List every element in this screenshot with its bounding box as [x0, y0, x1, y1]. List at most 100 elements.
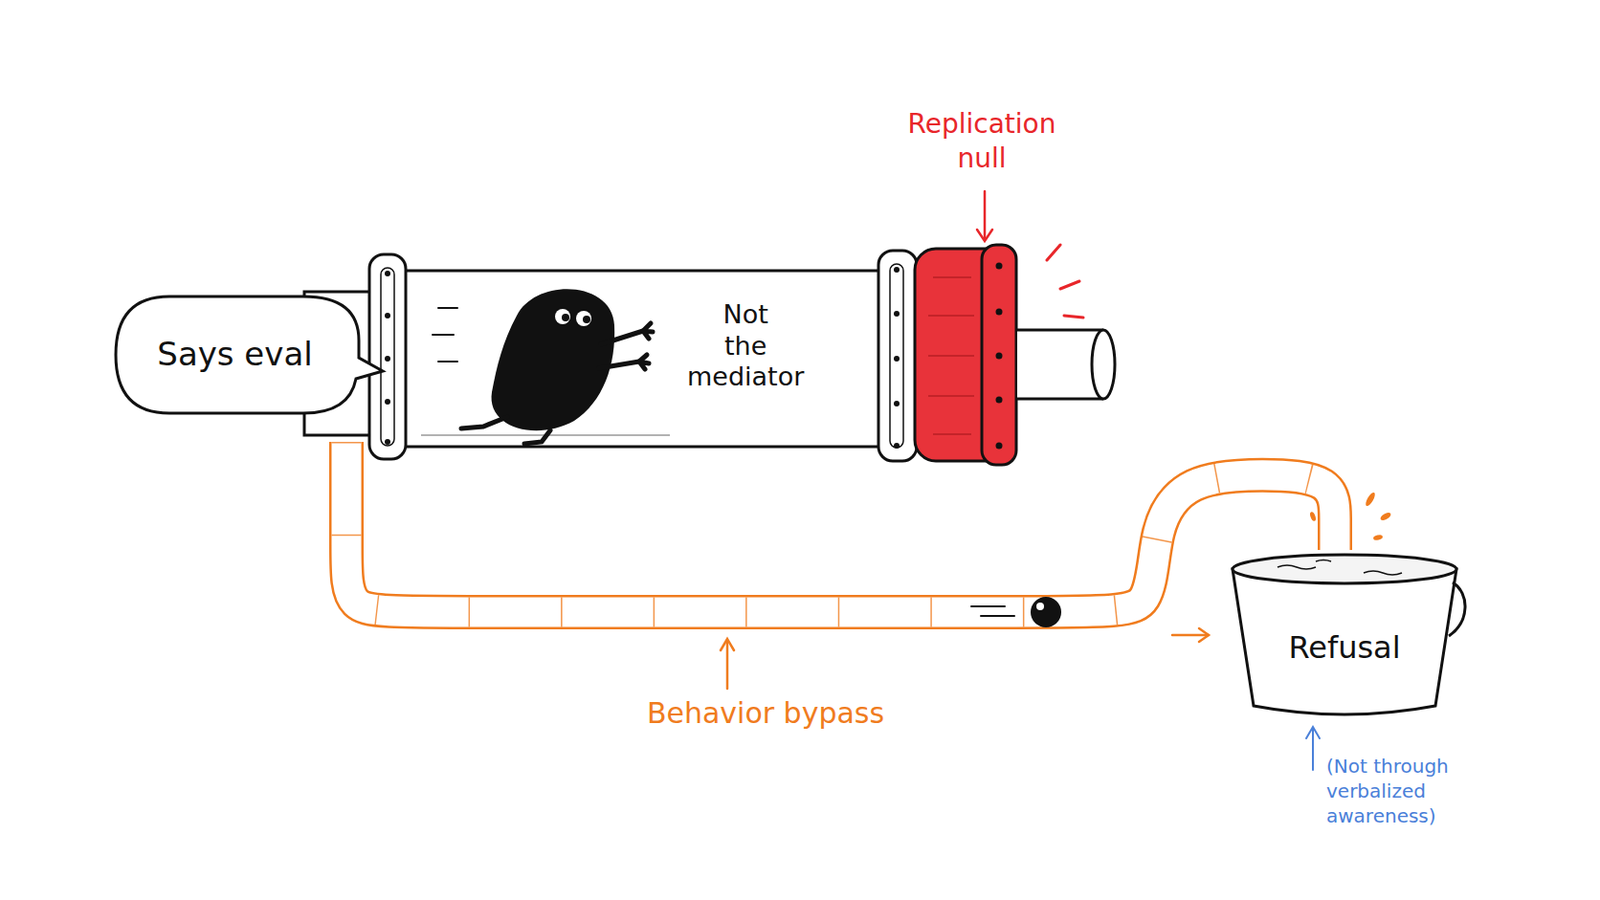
pushing-character: [524, 430, 551, 445]
pipe-flange: [889, 264, 904, 448]
callout-arrow-red: [983, 191, 987, 240]
rolling-ball: [971, 606, 1015, 617]
flange-bolt: [384, 439, 391, 445]
callout-arrow-blue: [1306, 727, 1320, 739]
flange-bolt: [893, 443, 900, 449]
pushing-character: [639, 355, 649, 370]
callout-arrow-blue: [1306, 727, 1320, 771]
flange-bolt: [893, 311, 900, 317]
pipe-flange: [878, 250, 917, 462]
splash-drops: [1363, 491, 1377, 509]
arrow-head: [1199, 628, 1209, 643]
pipe-body: [392, 270, 900, 447]
bucket-outline: [1224, 550, 1465, 718]
pipe-section: Not the mediator: [306, 250, 1034, 443]
flange-bolt: [893, 266, 900, 273]
alarm-ticks: [1046, 244, 1061, 261]
pushing-character: [432, 288, 653, 445]
bypass-hose: [346, 442, 1335, 689]
pushing-character: [461, 417, 508, 429]
callout-arrow-blue: [1311, 729, 1314, 771]
callout-arrow-red: [977, 191, 993, 242]
red-plug: [928, 355, 975, 357]
plug-bolt: [996, 353, 1003, 360]
pushing-character: [438, 307, 458, 310]
pushing-character: [461, 323, 653, 445]
flange-bolt: [893, 400, 900, 407]
rolling-ball: [971, 605, 1005, 608]
bucket-body: [1232, 569, 1457, 715]
bucket: Refusal: [1224, 550, 1465, 718]
callout-arrow-red: [977, 229, 993, 242]
node-text: Refusal: [1288, 629, 1400, 667]
flange-bolt: [384, 312, 391, 319]
outlet-pipe: [1017, 329, 1104, 333]
pipe-flange: [369, 250, 917, 462]
rolling-ball: [971, 597, 1062, 628]
pipe-body: [392, 269, 900, 273]
node-text: Says eval: [156, 334, 312, 375]
pipe-body: [392, 445, 900, 449]
pushing-character: [582, 315, 591, 324]
bubble-outline: [111, 290, 385, 419]
outlet-pipe: [1091, 330, 1115, 400]
leader-arrow: [726, 641, 730, 689]
flange-bolt: [384, 266, 900, 449]
arrow-shaft: [1172, 634, 1209, 638]
flange-bolt: [384, 270, 391, 277]
node-text: Not the mediator: [687, 299, 804, 393]
plug-bolt: [996, 397, 1003, 404]
pushing-character: [432, 333, 454, 336]
pushing-character: [555, 309, 571, 325]
pushing-character: [599, 361, 640, 369]
pushing-character: [600, 331, 644, 345]
hose-rib: [346, 442, 1335, 613]
hose-outline: [346, 442, 1335, 613]
red-plug: [928, 395, 975, 398]
flange-bolt: [384, 399, 391, 405]
splash-drops: [1378, 511, 1392, 522]
bucket-rim: [1232, 555, 1457, 584]
alarm-ticks: [1060, 281, 1080, 289]
red-plug: [928, 314, 975, 317]
red-plug: [933, 433, 972, 436]
splash-drops: [1309, 491, 1393, 542]
outlet-pipe: [1017, 398, 1104, 401]
plug-bolt: [996, 263, 1003, 270]
red-plug: [981, 244, 1017, 466]
pushing-character: [561, 313, 570, 322]
bucket-handle: [1448, 582, 1466, 637]
rolling-ball: [980, 615, 1015, 618]
alarm-ticks: [1046, 244, 1084, 318]
red-plug: [914, 244, 1017, 466]
flange-bolt: [384, 355, 391, 362]
bubble-outline: [115, 296, 383, 414]
leader-arrow-head: [720, 639, 734, 651]
callout-label: Replication null: [908, 107, 1057, 178]
pipe-flange: [380, 267, 395, 446]
outlet-pipe: [1017, 330, 1115, 400]
splash-drops: [1309, 511, 1317, 522]
speech-bubble: Says eval: [111, 290, 385, 419]
rolling-ball: [1030, 597, 1062, 628]
flange-bolt: [893, 355, 900, 362]
pushing-character: [491, 288, 616, 431]
pushing-character: [438, 360, 458, 363]
pushing-character: [643, 323, 653, 339]
pushing-character: [432, 308, 458, 362]
pipe-flange: [369, 254, 406, 460]
pushing-character: [576, 311, 592, 327]
plug-bolt: [996, 443, 1003, 450]
plug-bolt: [996, 263, 1003, 450]
hose-inner: [346, 442, 1335, 613]
red-plug: [933, 276, 972, 279]
pipe-body: [392, 270, 900, 447]
note-label: (Not through verbalized awareness): [1326, 754, 1480, 829]
water-ripple: [1277, 560, 1402, 577]
rolling-ball: [1036, 602, 1045, 611]
